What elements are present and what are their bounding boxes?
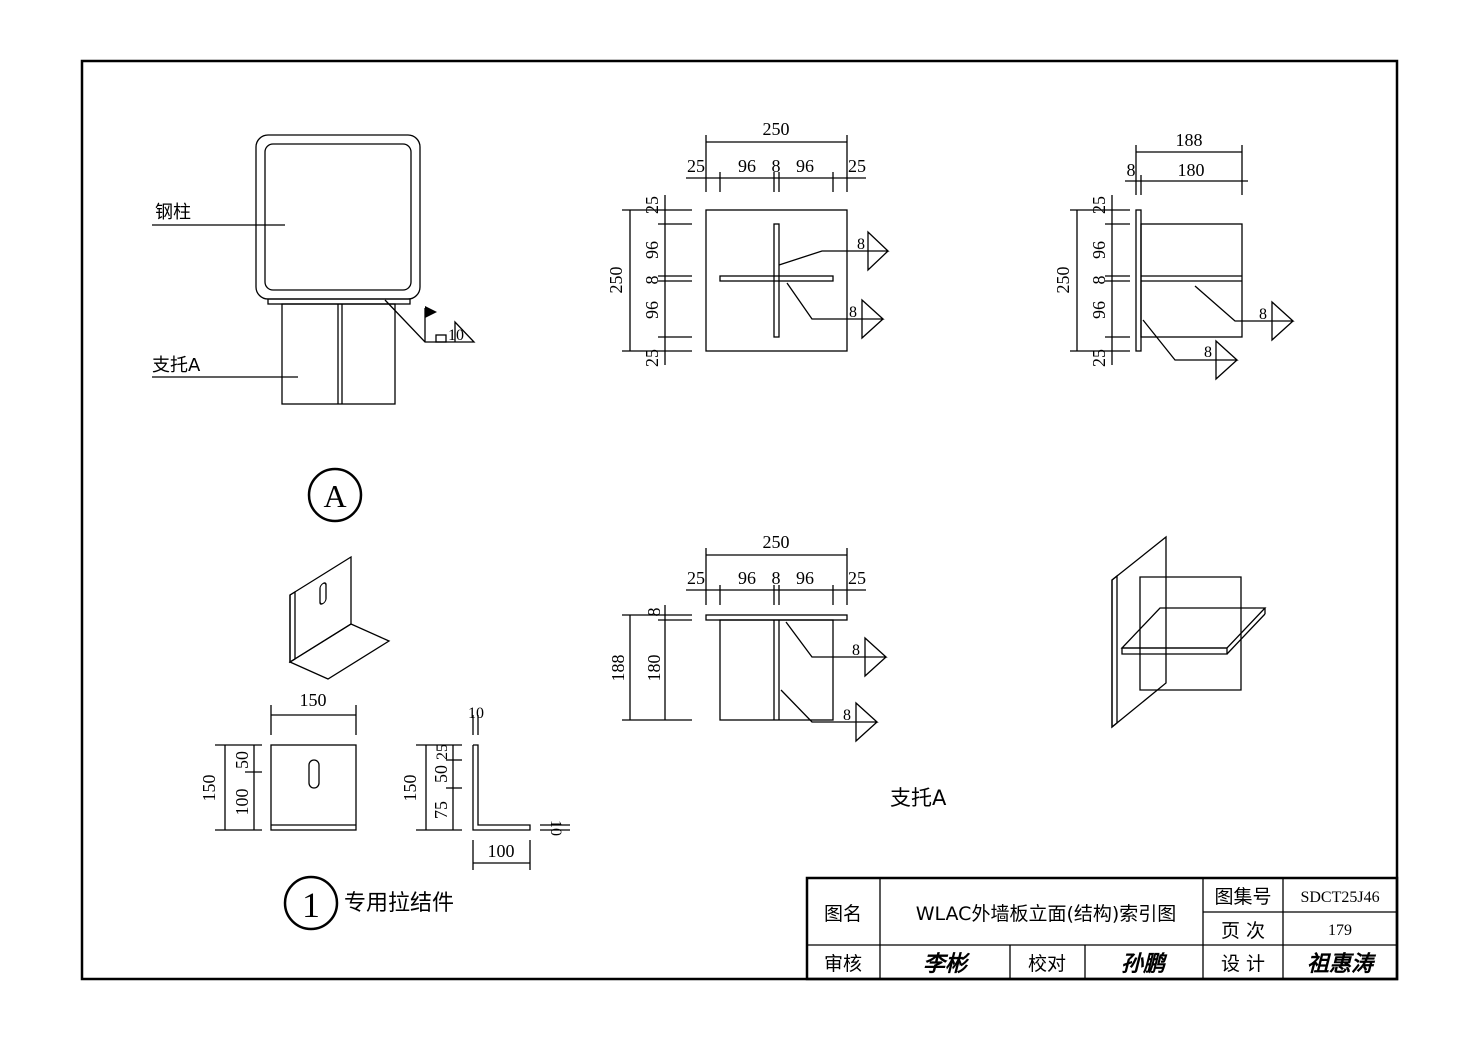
dim: 25 <box>848 568 866 588</box>
name-label: 图名 <box>824 903 862 925</box>
dim: 50 <box>232 751 252 769</box>
tie-side <box>472 744 531 831</box>
marker-1-text: 1 <box>302 885 320 925</box>
dim: 25 <box>687 156 705 176</box>
support-isometric <box>1111 535 1267 729</box>
tie-caption: 专用拉结件 <box>344 891 454 916</box>
dim: 96 <box>796 568 814 588</box>
steel-column-outer <box>255 134 421 300</box>
dim-top-total: 250 <box>763 532 790 552</box>
dim: 180 <box>644 655 664 682</box>
base-plate <box>705 209 848 352</box>
dim: 25 <box>687 568 705 588</box>
atlas-label: 图集号 <box>1214 886 1271 908</box>
dim: 100 <box>232 789 252 816</box>
weld-symbol <box>384 299 476 343</box>
review-label: 审核 <box>824 953 862 975</box>
front-view: 250 25 96 8 96 25 188 8 180 8 8 支托A <box>608 532 947 810</box>
check-signature: 孙鹏 <box>1121 951 1168 977</box>
dim: 8 <box>644 608 664 617</box>
side-plate <box>1135 209 1142 352</box>
dim: 180 <box>1178 160 1205 180</box>
dim-top-total: 250 <box>763 119 790 139</box>
dim: 75 <box>431 801 451 819</box>
tie-front <box>270 744 357 831</box>
page-label: 页 次 <box>1221 920 1265 942</box>
dim: 150 <box>400 775 420 802</box>
dim: 8 <box>772 156 781 176</box>
steel-column-inner <box>264 143 412 291</box>
dim-left-total: 250 <box>1053 267 1073 294</box>
side-view: 188 8 180 250 25 96 8 96 25 8 8 <box>1053 130 1295 381</box>
dim: 8 <box>1089 276 1109 285</box>
marker-a-text: A <box>323 478 346 514</box>
dim: 25 <box>642 349 662 367</box>
detail-a: 钢柱 支托A 10 A <box>152 134 476 523</box>
dim: 10 <box>547 820 564 836</box>
dim: 96 <box>738 568 756 588</box>
weld-symbol <box>778 230 890 272</box>
dim: 96 <box>738 156 756 176</box>
dim: 50 <box>431 765 451 783</box>
weld-symbol <box>785 621 888 678</box>
check-label: 校对 <box>1028 953 1066 975</box>
weld-symbol <box>1142 319 1239 381</box>
dim-top-total: 188 <box>1176 130 1203 150</box>
weld-size: 10 <box>448 327 464 344</box>
support-label: 支托A <box>152 355 201 376</box>
dim: 8 <box>772 568 781 588</box>
dim: 96 <box>1089 301 1109 319</box>
support-caption: 支托A <box>890 786 947 810</box>
slot <box>308 759 320 789</box>
weld-size: 8 <box>849 304 857 321</box>
dim: 25 <box>642 196 662 214</box>
design-label: 设 计 <box>1221 953 1265 975</box>
dim: 150 <box>300 690 327 710</box>
weld-size: 8 <box>1204 344 1212 361</box>
dim: 25 <box>1089 196 1109 214</box>
dim: 96 <box>642 241 662 259</box>
dim-left-total: 250 <box>606 267 626 294</box>
dim: 150 <box>199 775 219 802</box>
weld-symbol <box>786 282 885 340</box>
column-label: 钢柱 <box>155 202 191 223</box>
drawing-title: WLAC外墙板立面(结构)索引图 <box>916 903 1177 925</box>
weld-size: 8 <box>843 707 851 724</box>
atlas-number: SDCT25J46 <box>1300 889 1379 906</box>
dim: 25 <box>1089 349 1109 367</box>
review-signature: 李彬 <box>923 951 971 977</box>
tie-piece: 150 150 50 100 150 25 50 75 10 10 100 1 … <box>199 555 570 931</box>
dim: 96 <box>796 156 814 176</box>
page-number: 179 <box>1328 922 1352 939</box>
dim-left-total: 188 <box>608 655 628 682</box>
dim: 8 <box>642 276 662 285</box>
weld-size: 8 <box>1259 306 1267 323</box>
detail-marker-1 <box>283 875 339 931</box>
dim: 96 <box>642 301 662 319</box>
dim: 10 <box>468 705 484 722</box>
detail-marker-a <box>307 467 363 523</box>
weld-size: 8 <box>857 236 865 253</box>
design-signature: 祖惠涛 <box>1307 951 1377 977</box>
dim: 25 <box>848 156 866 176</box>
dim: 96 <box>1089 241 1109 259</box>
dim: 25 <box>434 744 451 760</box>
top-plate <box>705 614 848 621</box>
weld-size: 8 <box>852 642 860 659</box>
plan-view: 250 25 96 8 96 25 250 25 96 8 96 25 8 8 <box>606 119 890 367</box>
title-block: 图名 WLAC外墙板立面(结构)索引图 图集号 SDCT25J46 页 次 17… <box>805 876 1399 981</box>
weld-symbol <box>780 689 879 743</box>
sheet-border <box>80 59 1399 981</box>
weld-symbol <box>1194 285 1295 342</box>
dim: 100 <box>488 841 515 861</box>
dim: 8 <box>1127 160 1136 180</box>
